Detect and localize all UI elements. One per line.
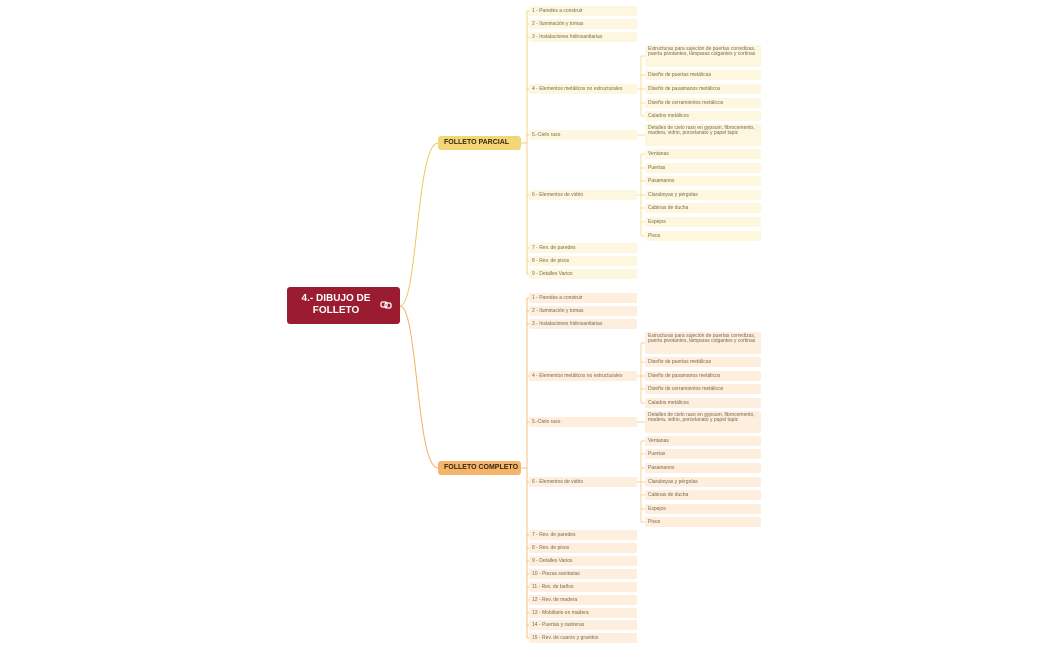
topic-node[interactable]: 8 - Rev. de pisos — [529, 543, 637, 553]
topic-node[interactable]: 6 - Elementos de vidrio — [529, 477, 637, 487]
subtopic-node[interactable]: Pasamanos — [645, 463, 761, 473]
subtopic-node[interactable]: Diseño de puertas metálicas — [645, 357, 761, 367]
topic-node[interactable]: 2 - Iluminación y tomas — [529, 306, 637, 316]
topic-node[interactable]: 4 - Elementos metálicos no estructurales — [529, 84, 637, 94]
topic-node[interactable]: 1 - Paredes a construir — [529, 293, 637, 303]
connector-line — [399, 305, 439, 469]
topic-node[interactable]: 11 - Rev. de baños — [529, 582, 637, 592]
subtopic-node[interactable]: Pisos — [645, 517, 761, 527]
topic-node[interactable]: 4 - Elementos metálicos no estructurales — [529, 371, 637, 381]
subtopic-node[interactable]: Diseño de pasamanos metálicos — [645, 84, 761, 94]
branch-folleto-completo[interactable]: FOLLETO COMPLETO — [438, 461, 521, 475]
subtopic-node[interactable]: Diseño de cerramientos metálicos — [645, 384, 761, 394]
topic-node[interactable]: 5.-Cielo raso — [529, 130, 637, 140]
subtopic-node[interactable]: Claraboyas y pérgolas — [645, 190, 761, 200]
subtopic-node[interactable]: Diseño de puertas metálicas — [645, 70, 761, 80]
root-node[interactable]: 4.- DIBUJO DE FOLLETO — [287, 287, 400, 324]
subtopic-node[interactable]: Pasamanos — [645, 176, 761, 186]
branch-folleto-parcial[interactable]: FOLLETO PARCIAL — [438, 136, 521, 150]
topic-node[interactable]: 7 - Rev. de paredes — [529, 530, 637, 540]
topic-node[interactable]: 10 - Piezas sanitarias — [529, 569, 637, 579]
subtopic-node[interactable]: Estructuras para sujeción de puertas cor… — [645, 45, 761, 67]
topic-node[interactable]: 3 - Instalaciones hidrosanitarias — [529, 319, 637, 329]
topic-node[interactable]: 7 - Rev. de paredes — [529, 243, 637, 253]
subtopic-node[interactable]: Espejos — [645, 217, 761, 227]
subtopic-node[interactable]: Calados metálicos — [645, 111, 761, 121]
subtopic-node[interactable]: Ventanas — [645, 436, 761, 446]
subtopic-node[interactable]: Cabinas de ducha — [645, 490, 761, 500]
subtopic-node[interactable]: Cabinas de ducha — [645, 203, 761, 213]
topic-node[interactable]: 6 - Elementos de vidrio — [529, 190, 637, 200]
subtopic-node[interactable]: Diseño de pasamanos metálicos — [645, 371, 761, 381]
topic-node[interactable]: 5.-Cielo raso — [529, 417, 637, 427]
topic-node[interactable]: 8 - Rev. de pisos — [529, 256, 637, 266]
root-title: 4.- DIBUJO DE FOLLETO — [301, 293, 371, 316]
subtopic-node[interactable]: Puertas — [645, 163, 761, 173]
subtopic-node[interactable]: Detalles de cielo raso en gypsum, fibroc… — [645, 411, 761, 433]
topic-node[interactable]: 13 - Mobiliario en madera — [529, 608, 637, 618]
topic-node[interactable]: 1 - Paredes a construir — [529, 6, 637, 16]
subtopic-node[interactable]: Estructuras para sujeción de puertas cor… — [645, 332, 761, 354]
subtopic-node[interactable]: Detalles de cielo raso en gypsum, fibroc… — [645, 124, 761, 146]
connector-line — [399, 142, 439, 307]
topic-node[interactable]: 14 - Puertas y rastreras — [529, 620, 637, 630]
link-icon[interactable] — [380, 299, 392, 311]
topic-node[interactable]: 9 - Detalles Varios — [529, 556, 637, 566]
topic-node[interactable]: 12 - Rev. de madera — [529, 595, 637, 605]
topic-node[interactable]: 15 - Rev. de cuarzo y granitos — [529, 633, 637, 643]
subtopic-node[interactable]: Puertas — [645, 449, 761, 459]
subtopic-node[interactable]: Espejos — [645, 504, 761, 514]
subtopic-node[interactable]: Claraboyas y pérgolas — [645, 477, 761, 487]
topic-node[interactable]: 2 - Iluminación y tomas — [529, 19, 637, 29]
subtopic-node[interactable]: Diseño de cerramientos metálicos — [645, 98, 761, 108]
topic-node[interactable]: 3 - Instalaciones hidrosanitarias — [529, 32, 637, 42]
topic-node[interactable]: 9 - Detalles Varios — [529, 269, 637, 279]
subtopic-node[interactable]: Pisos — [645, 231, 761, 241]
subtopic-node[interactable]: Ventanas — [645, 149, 761, 159]
subtopic-node[interactable]: Calados metálicos — [645, 398, 761, 408]
